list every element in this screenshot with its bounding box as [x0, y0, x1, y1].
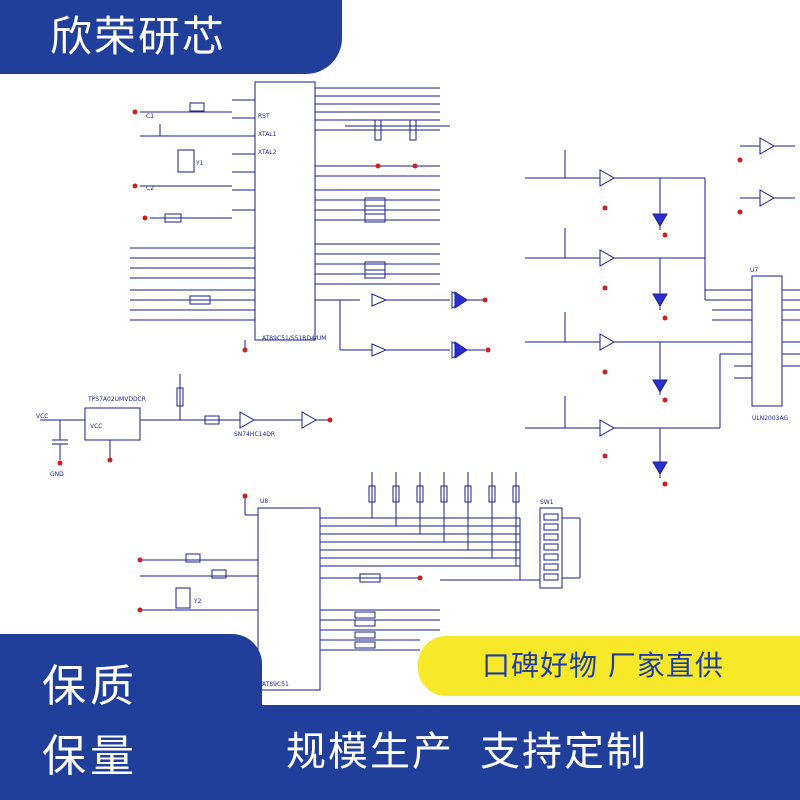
driver-array-chip — [751, 275, 783, 407]
dip-switch-label: SW1 — [540, 499, 554, 506]
chip2-ref-label: U8 — [260, 498, 268, 505]
led-5 — [454, 291, 468, 309]
dip-switch — [539, 507, 563, 589]
array-part-label: ULN2003AG — [752, 415, 788, 422]
led-2 — [652, 293, 668, 307]
led-3 — [652, 379, 668, 393]
mcu-chip-upper — [254, 81, 316, 341]
promo-scale-production: 规模生产 — [286, 729, 454, 775]
crystal2-ref-label: Y2 — [193, 598, 202, 605]
gnd-label: GND — [50, 471, 64, 478]
left-promo-panel — [0, 634, 262, 800]
vcc-label: VCC — [36, 413, 48, 420]
promo-quantity: 保量 — [42, 731, 138, 782]
brand-name: 欣荣研芯 — [0, 0, 342, 74]
promo-yellow-banner: 口碑好物 厂家直供 — [418, 636, 800, 696]
crystal-ref-label: Y1 — [195, 160, 204, 167]
mcu-chip-lower — [257, 507, 321, 691]
promo-blue-banner: 规模生产支持定制 — [262, 705, 800, 800]
promo-customization: 支持定制 — [480, 729, 648, 775]
xtal1-label: XTAL1 — [258, 131, 277, 138]
chip-ref-label: U7 — [750, 267, 758, 274]
inverter-part-label: SN74HC14DR — [234, 431, 275, 438]
led-6 — [454, 341, 468, 359]
promo-quality: 保质 — [42, 661, 138, 712]
rst-label: RST — [258, 113, 270, 120]
cap2-ref-label: C2 — [146, 185, 154, 192]
cap1-ref-label: C1 — [146, 113, 154, 120]
xtal2-label: XTAL2 — [258, 149, 277, 156]
chip-part-label: AT89C51/S51RD4/UM — [262, 335, 326, 342]
led-4 — [652, 461, 668, 475]
chip2-part-label: AT89C51 — [262, 681, 289, 688]
regulator-part-label: TPS7A02UMVDDCR — [87, 396, 146, 403]
regulator-pin-label: VCC — [90, 423, 102, 430]
regulator-chip — [84, 407, 141, 441]
led-1 — [652, 213, 668, 227]
